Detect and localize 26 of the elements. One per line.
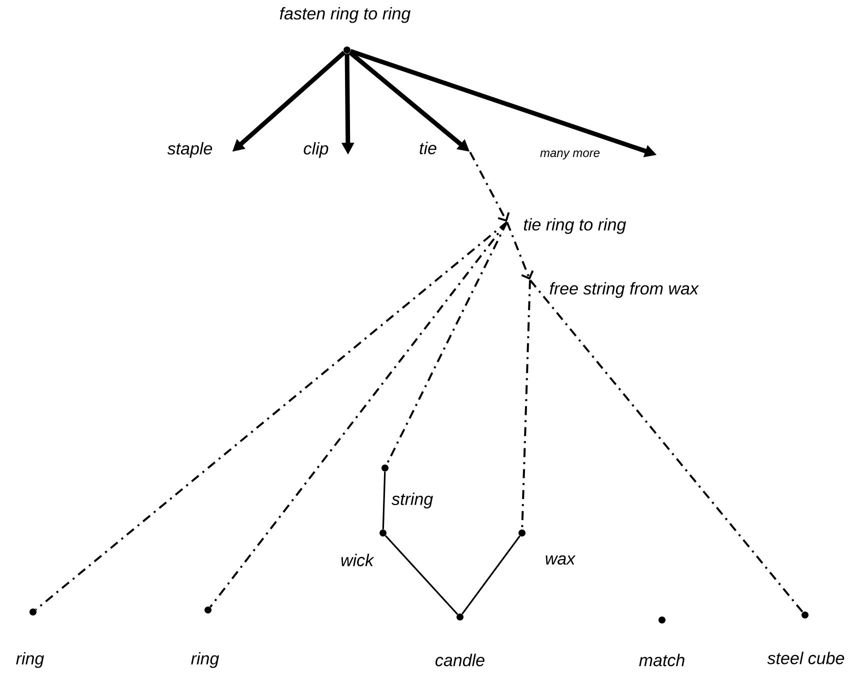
node-dot bbox=[382, 464, 388, 472]
node-label: fasten ring to ring bbox=[280, 7, 411, 23]
node-label: many more bbox=[540, 150, 600, 160]
connector-line bbox=[462, 536, 520, 614]
edge-label: string bbox=[392, 492, 433, 508]
arrow bbox=[469, 152, 510, 222]
connector-line bbox=[209, 222, 508, 608]
node-label: clip bbox=[304, 142, 328, 158]
node-label: match bbox=[639, 654, 684, 666]
connector-line bbox=[529, 280, 804, 613]
node-label: tie ring to ring bbox=[524, 218, 626, 234]
node-label: free string from wax bbox=[550, 282, 699, 298]
connector-line bbox=[521, 280, 531, 530]
connector-line bbox=[386, 222, 508, 466]
connector-line bbox=[35, 221, 508, 610]
connector-line bbox=[382, 472, 386, 530]
node-label: wax bbox=[546, 555, 576, 565]
connector-line bbox=[384, 535, 458, 615]
node-label: ring bbox=[191, 652, 220, 668]
arrow bbox=[506, 222, 534, 280]
node-label: tie bbox=[420, 142, 436, 154]
node-label: staple bbox=[167, 142, 212, 158]
node-label: candle bbox=[436, 654, 484, 666]
node-label: steel cube bbox=[767, 652, 844, 664]
node-label: ring bbox=[16, 652, 44, 668]
node-label: wick bbox=[341, 554, 374, 566]
